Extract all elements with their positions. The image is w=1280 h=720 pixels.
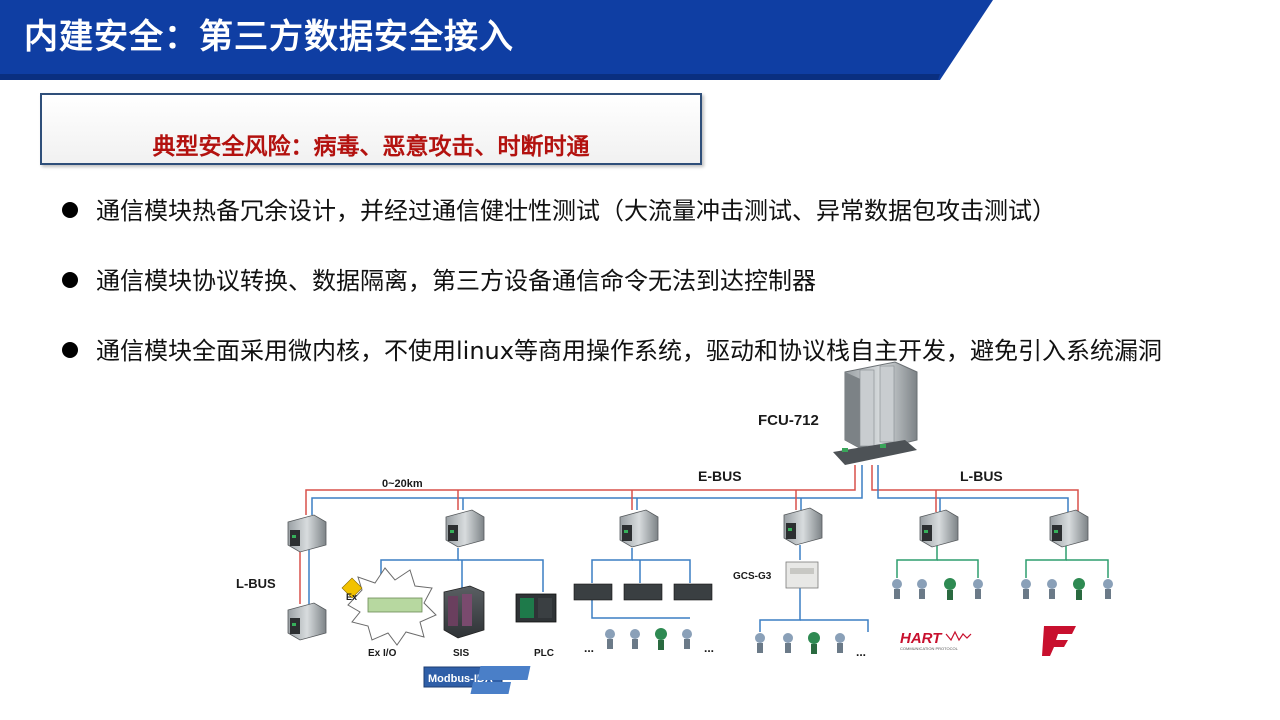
lbus-left-label: L-BUS <box>236 576 276 591</box>
foundation-fieldbus-logo <box>1042 626 1076 656</box>
io-module-icon <box>619 509 659 548</box>
plc-device-icon <box>515 593 557 623</box>
bullet-text: 通信模块热备冗余设计，并经过通信健壮性测试（大流量冲击测试、异常数据包攻击测试） <box>96 197 1056 225</box>
bullet-dot-icon <box>62 202 78 218</box>
ellipsis-left: ... <box>584 641 594 655</box>
io-module-icon <box>287 514 327 553</box>
io-module-icon <box>287 602 327 641</box>
bullet-dot-icon <box>62 272 78 288</box>
bullet-list: 通信模块热备冗余设计，并经过通信健壮性测试（大流量冲击测试、异常数据包攻击测试）… <box>60 183 1240 393</box>
field-transmitter-icons <box>1021 578 1113 600</box>
field-transmitter-icons <box>892 578 983 600</box>
title-banner-shape <box>0 0 993 80</box>
remote-io-rack-icon <box>573 583 713 601</box>
distance-label: 0~20km <box>382 478 423 490</box>
gcs-label: GCS-G3 <box>733 571 772 582</box>
sis-label: SIS <box>453 648 469 659</box>
controller-label: FCU-712 <box>758 412 819 429</box>
hart-logo-text: HART <box>900 630 943 647</box>
risk-callout-text: 典型安全风险：病毒、恶意攻击、时断时通 <box>152 134 590 160</box>
sis-cabinet-icon <box>443 585 485 639</box>
bus-logo-text: BUS <box>627 684 646 694</box>
io-module-icon <box>445 509 485 548</box>
io-module-icon <box>919 509 959 548</box>
profi-logo-text: PROFI <box>628 669 659 680</box>
bullet-item: 通信模块全面采用微内核，不使用linux等商用操作系统，驱动和协议栈自主开发，避… <box>60 323 1236 379</box>
io-module-icon <box>1049 509 1089 548</box>
hart-wave-icon <box>945 630 972 642</box>
page-title: 内建安全：第三方数据安全接入 <box>24 17 514 57</box>
field-transmitter-icons <box>605 628 692 650</box>
ex-io-device-icon <box>341 567 437 646</box>
exio-label: Ex I/O <box>368 648 397 659</box>
bullet-item: 通信模块协议转换、数据隔离，第三方设备通信命令无法到达控制器 <box>60 253 1240 309</box>
field-transmitter-icons <box>755 632 845 654</box>
plc-label: PLC <box>534 648 554 659</box>
profibus-logo <box>470 666 531 694</box>
modbus-logo-text: Modbus-IDA <box>428 673 493 685</box>
bus-lines <box>299 465 1109 632</box>
bullet-text: 通信模块全面采用微内核，不使用linux等商用操作系统，驱动和协议栈自主开发，避… <box>96 337 1162 365</box>
title-banner: 内建安全：第三方数据安全接入 <box>0 0 1280 80</box>
modbus-logo <box>423 666 503 688</box>
gcs-gateway-icon <box>785 561 819 589</box>
risk-callout: 典型安全风险：病毒、恶意攻击、时断时通 <box>40 93 702 165</box>
hart-sub-text: COMMUNICATION PROTOCOL <box>900 646 959 651</box>
ellipsis-right: ... <box>704 641 714 655</box>
lbus-right-label: L-BUS <box>960 468 1003 484</box>
bullet-item: 通信模块热备冗余设计，并经过通信健壮性测试（大流量冲击测试、异常数据包攻击测试） <box>60 183 1240 239</box>
io-module-icon <box>783 507 823 546</box>
ex-badge-label: Ex <box>346 592 357 602</box>
ellipsis-gcs: ... <box>856 645 866 659</box>
ebus-label: E-BUS <box>698 468 742 484</box>
bullet-text: 通信模块协议转换、数据隔离，第三方设备通信命令无法到达控制器 <box>96 267 816 295</box>
bullet-dot-icon <box>62 342 78 358</box>
